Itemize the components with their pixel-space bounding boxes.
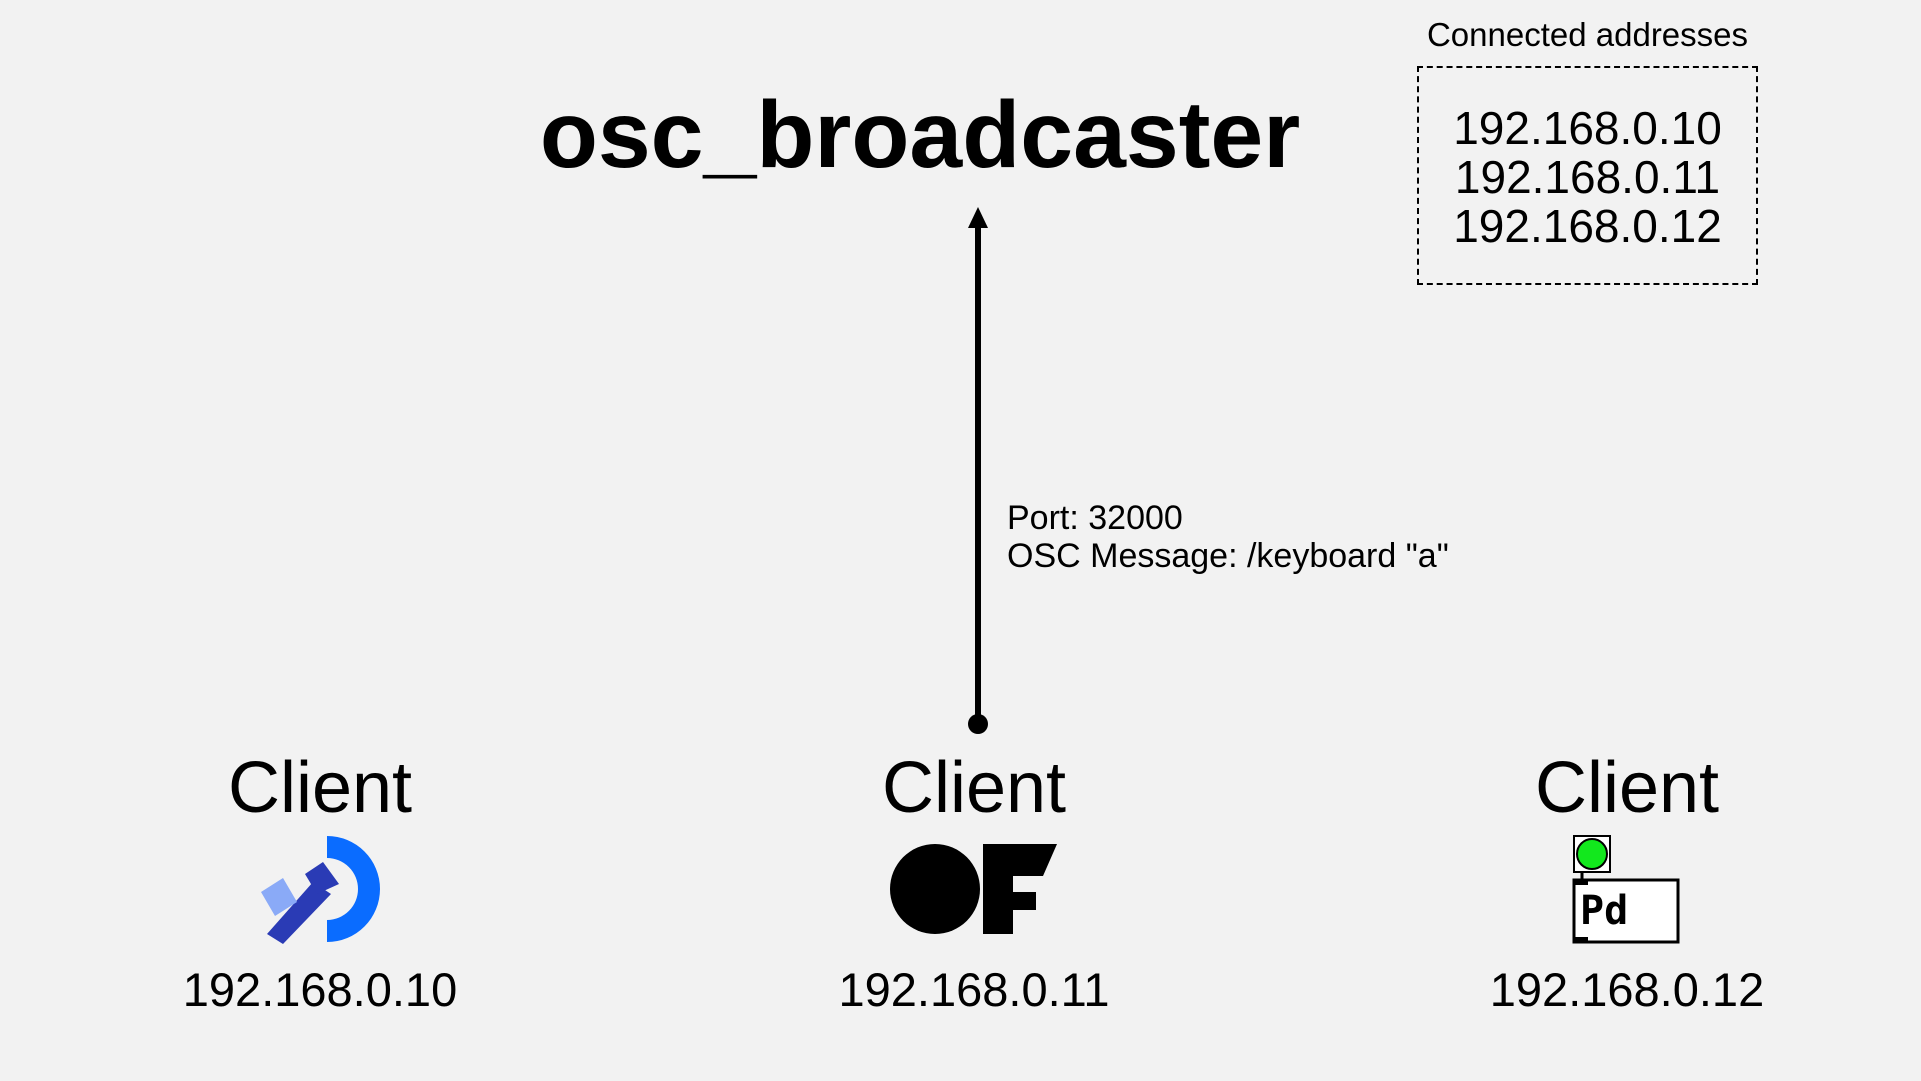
dplus-logo-icon — [261, 836, 380, 944]
svg-text:Pd: Pd — [1580, 888, 1628, 934]
arrow-origin-dot — [968, 714, 988, 734]
server-title: osc_broadcaster — [539, 82, 1301, 188]
osc-message-label: OSC Message: /keyboard "a" — [1007, 537, 1449, 575]
client-2: Client 192.168.0.11 — [764, 752, 1184, 1013]
connected-address: 192.168.0.10 — [1453, 102, 1722, 154]
client-ip: 192.168.0.11 — [838, 963, 1110, 1016]
client-ip: 192.168.0.10 — [182, 963, 458, 1016]
port-label: Port: 32000 — [1007, 499, 1183, 537]
arrow-head — [968, 207, 988, 228]
pure-data-logo-icon: Pd — [1572, 835, 1680, 944]
client-1: Client 192.168.0.10 — [110, 752, 530, 1013]
client-label: Client — [227, 748, 413, 828]
connected-address: 192.168.0.11 — [1454, 151, 1721, 203]
connected-addresses-box: 192.168.0.10 192.168.0.11 192.168.0.12 — [1417, 66, 1758, 285]
connected-addresses-list: 192.168.0.10 192.168.0.11 192.168.0.12 — [1419, 104, 1756, 251]
connected-addresses-heading: Connected addresses — [1426, 16, 1749, 53]
connected-address: 192.168.0.12 — [1453, 200, 1722, 252]
openframeworks-logo-icon — [890, 844, 1057, 934]
client-label: Client — [881, 748, 1067, 828]
message-annotation: Port: 32000 OSC Message: /keyboard "a" — [1007, 499, 1449, 575]
client-label: Client — [1534, 748, 1720, 828]
client-ip: 192.168.0.12 — [1489, 963, 1765, 1016]
client-3: Client Pd 192.168.0.12 — [1417, 752, 1837, 1013]
